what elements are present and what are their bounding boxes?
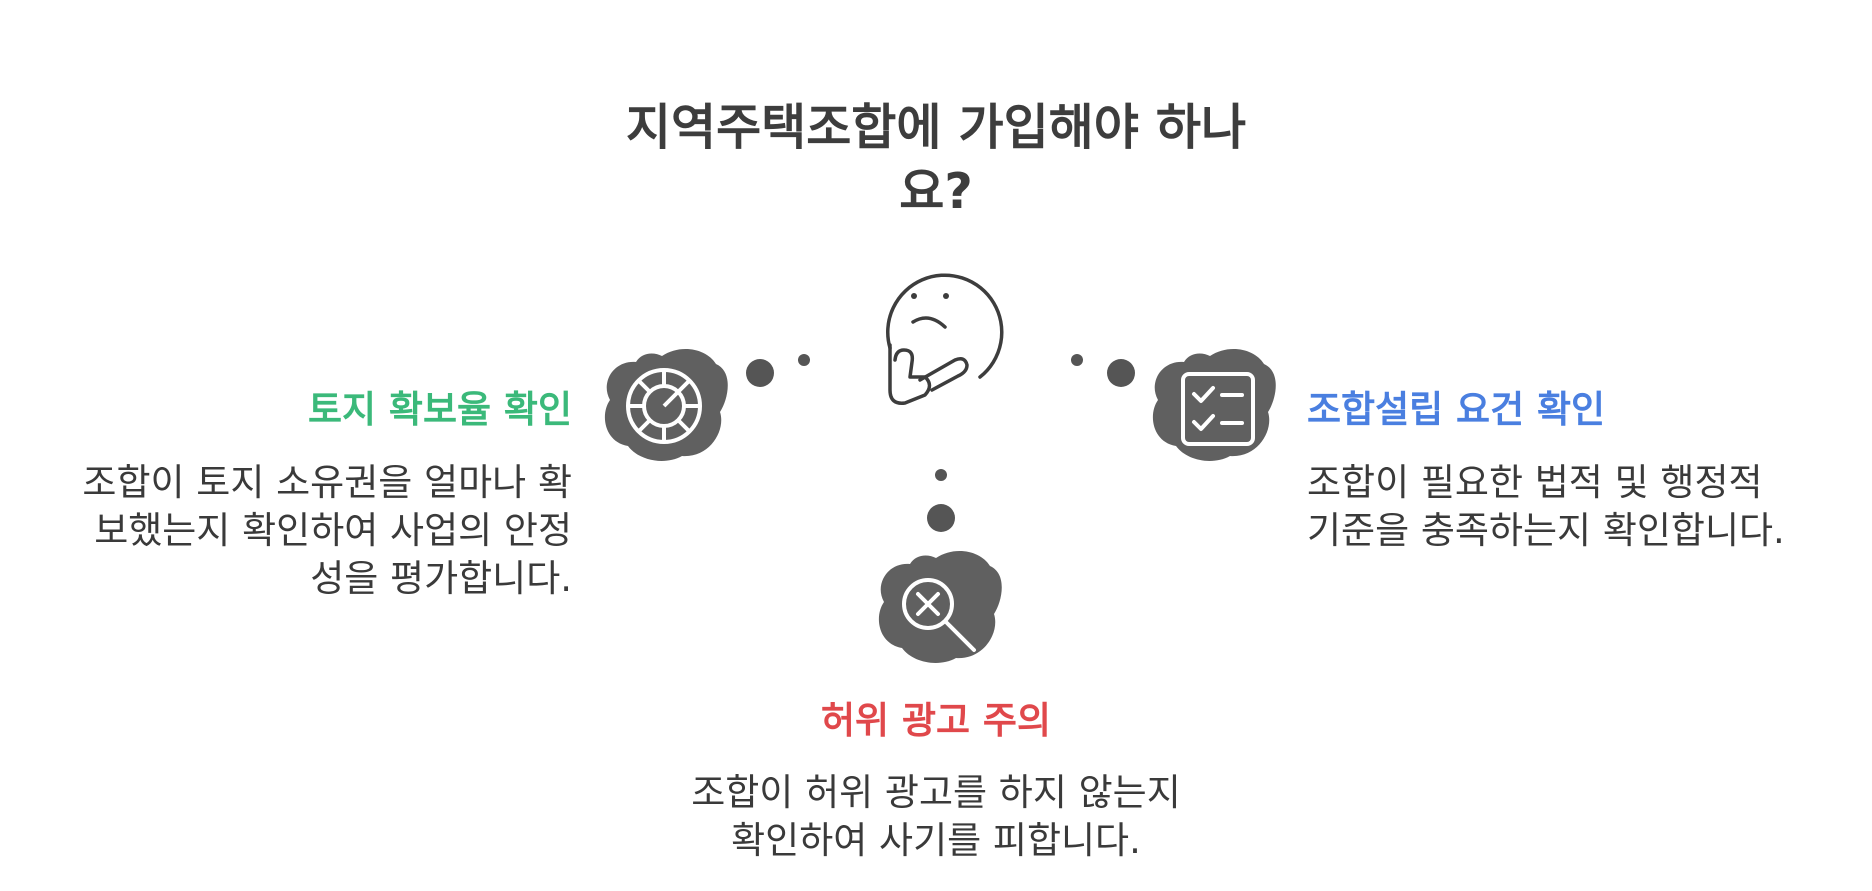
land-icon-blob [604,349,728,461]
pie-chart-icon [626,368,702,444]
requirements-description-line: 조합이 필요한 법적 및 행정적 [1307,461,1763,504]
advertising-description-line: 조합이 허위 광고를 하지 않는지 [691,771,1181,814]
land-heading: 토지 확보율 확인 [307,388,572,431]
checklist-icon [1181,372,1255,446]
land-description-line: 성을 평가합니다. [310,557,572,600]
diagram-title-line-1: 지역주택조합에 가입해야 하나 [625,99,1247,156]
land-description: 조합이 토지 소유권을 얼마나 확 보했는지 확인하여 사업의 안정 성을 평가… [82,459,572,603]
advertising-heading: 허위 광고 주의 [820,699,1051,742]
diagram-title-line-2: 요? [899,163,973,220]
advertising-description-line: 확인하여 사기를 피합니다. [731,819,1141,862]
land-description-line: 조합이 토지 소유권을 얼마나 확 [82,461,572,504]
thinking-face-icon [886,273,1004,405]
advertising-icon-blob [878,551,1002,663]
requirements-heading: 조합설립 요건 확인 [1307,388,1606,431]
requirements-description: 조합이 필요한 법적 및 행정적 기준을 충족하는지 확인합니다. [1307,459,1785,555]
diagram-title: 지역주택조합에 가입해야 하나 요? [620,96,1252,224]
connector-dots [746,354,1135,532]
requirements-icon-blob [1152,349,1276,461]
search-x-icon [902,578,976,652]
requirements-description-line: 기준을 충족하는지 확인합니다. [1307,509,1785,552]
advertising-description: 조합이 허위 광고를 하지 않는지 확인하여 사기를 피합니다. [586,769,1286,865]
land-description-line: 보했는지 확인하여 사업의 안정 [94,509,572,552]
